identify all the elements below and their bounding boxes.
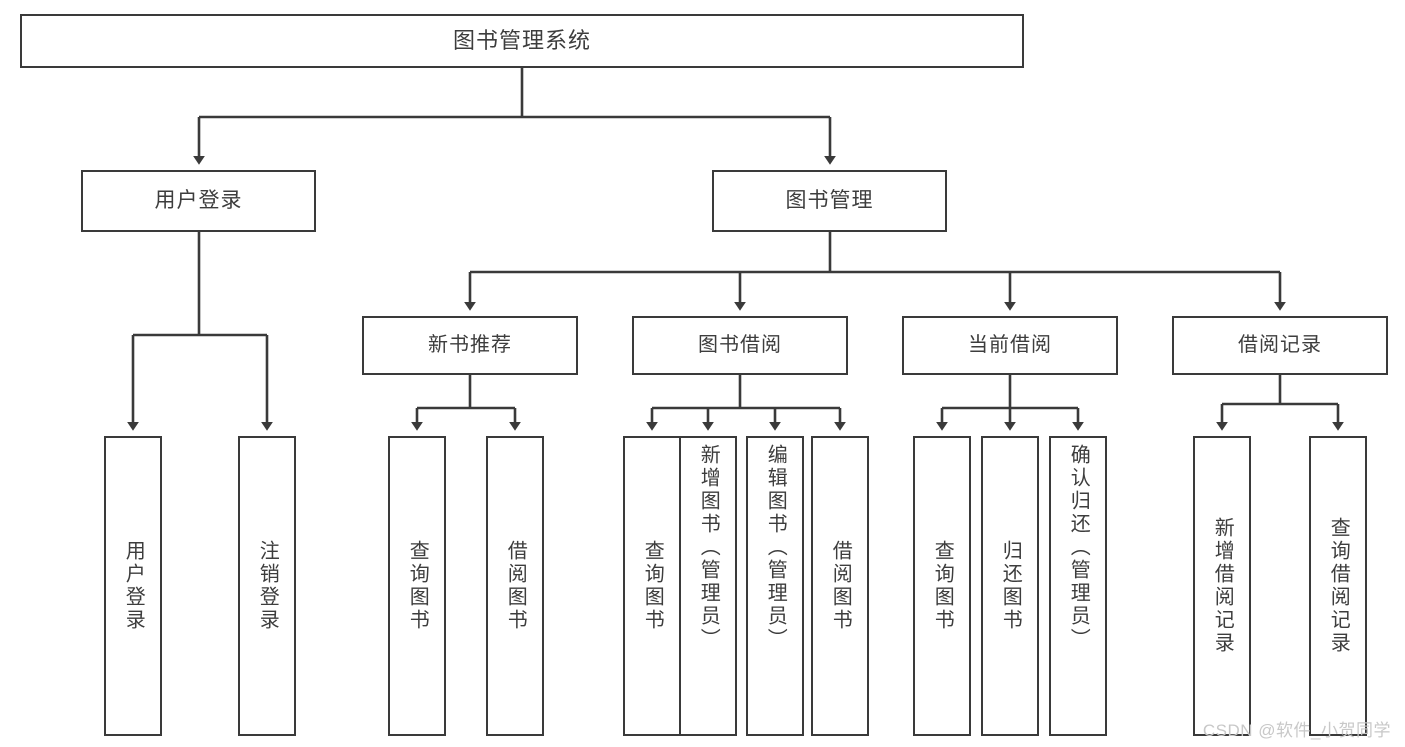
leaf-edit-book-admin[interactable]: 编辑图书（管理员）: [746, 436, 804, 736]
leaf-query-books-recommendation[interactable]: 查询图书: [388, 436, 446, 736]
leaf-label: 新增图书（管理员）: [697, 444, 720, 651]
leaf-label: 注销登录: [256, 540, 279, 632]
node-book-borrowing[interactable]: 图书借阅: [632, 316, 848, 375]
node-label: 当前借阅: [968, 334, 1052, 356]
node-borrowing-records[interactable]: 借阅记录: [1172, 316, 1388, 375]
leaf-label: 查询图书: [931, 540, 954, 632]
leaf-label: 用户登录: [122, 540, 145, 632]
leaf-label: 查询借阅记录: [1327, 517, 1350, 655]
leaf-borrow-books-borrowing[interactable]: 借阅图书: [811, 436, 869, 736]
leaf-query-borrowing-record[interactable]: 查询借阅记录: [1309, 436, 1367, 736]
leaf-add-borrowing-record[interactable]: 新增借阅记录: [1193, 436, 1251, 736]
leaf-add-book-admin[interactable]: 新增图书（管理员）: [679, 436, 737, 736]
node-current-borrowing[interactable]: 当前借阅: [902, 316, 1118, 375]
leaf-label: 借阅图书: [504, 540, 527, 632]
node-label: 图书管理系统: [452, 28, 591, 54]
leaf-borrow-books-recommendation[interactable]: 借阅图书: [486, 436, 544, 736]
leaf-user-login[interactable]: 用户登录: [104, 436, 162, 736]
leaf-label: 编辑图书（管理员）: [764, 444, 787, 651]
leaf-label: 新增借阅记录: [1211, 517, 1234, 655]
leaf-return-books[interactable]: 归还图书: [981, 436, 1039, 736]
leaf-query-books-current[interactable]: 查询图书: [913, 436, 971, 736]
leaf-label: 确认归还（管理员）: [1067, 444, 1090, 651]
leaf-query-books-borrowing[interactable]: 查询图书: [623, 436, 681, 736]
node-label: 用户登录: [154, 188, 243, 212]
node-user-login[interactable]: 用户登录: [81, 170, 316, 232]
leaf-confirm-return-admin[interactable]: 确认归还（管理员）: [1049, 436, 1107, 736]
leaf-label: 归还图书: [999, 540, 1022, 632]
leaf-label: 查询图书: [406, 540, 429, 632]
node-label: 图书借阅: [698, 334, 782, 356]
node-book-management[interactable]: 图书管理: [712, 170, 947, 232]
leaf-logout[interactable]: 注销登录: [238, 436, 296, 736]
node-label: 借阅记录: [1238, 334, 1322, 356]
node-root-system[interactable]: 图书管理系统: [20, 14, 1024, 68]
node-new-book-recommendation[interactable]: 新书推荐: [362, 316, 578, 375]
node-label: 图书管理: [785, 188, 874, 212]
leaf-label: 查询图书: [641, 540, 664, 632]
leaf-label: 借阅图书: [829, 540, 852, 632]
node-label: 新书推荐: [428, 334, 512, 356]
